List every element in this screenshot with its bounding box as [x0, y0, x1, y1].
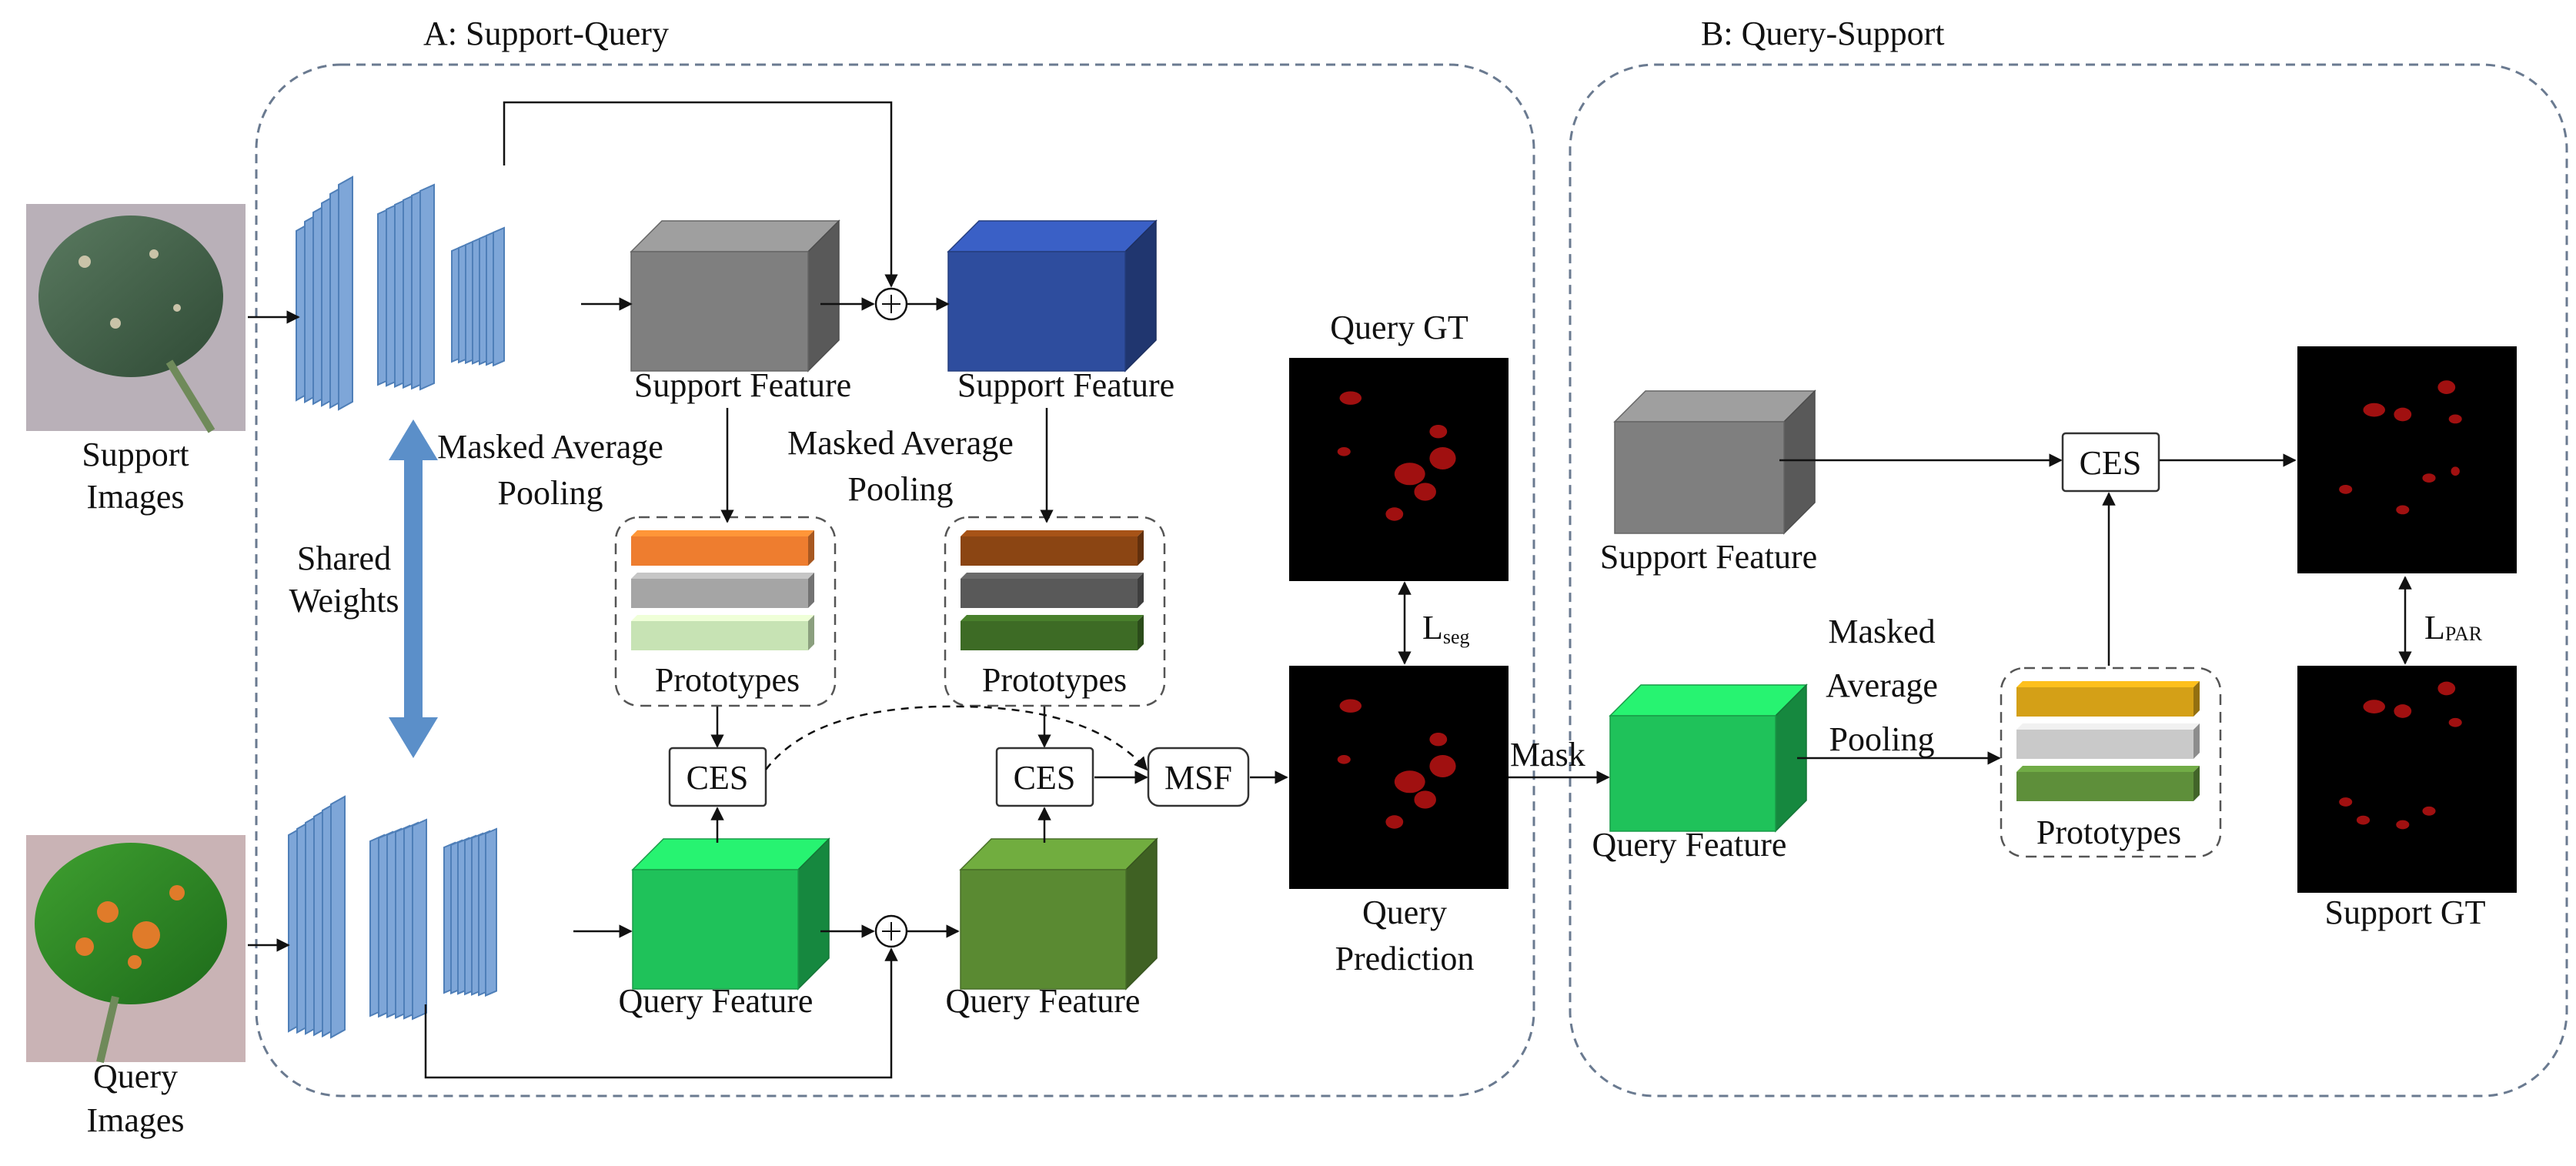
panel-a-title: A: Support-Query	[423, 15, 669, 52]
query-prediction-mask	[1289, 666, 1509, 889]
mask-label: Mask	[1510, 736, 1585, 773]
prototypes-box-b	[2000, 667, 2222, 858]
ces-box-2	[995, 747, 1094, 807]
query-backbone	[288, 795, 497, 1039]
shared-weights-label-1: Shared	[297, 540, 391, 577]
map-label-1b: Pooling	[498, 474, 603, 512]
ces-label-1: CES	[687, 759, 749, 797]
ces-label-2: CES	[1014, 759, 1076, 797]
prototypes-label-2: Prototypes	[982, 661, 1127, 699]
msf-label: MSF	[1164, 759, 1232, 797]
query-feature-label-b: Query Feature	[1592, 826, 1787, 864]
prototypes-label-b: Prototypes	[2036, 814, 2181, 851]
support-gt-mask	[2297, 666, 2517, 893]
query-feature-cube-2	[959, 837, 1158, 991]
support-gt-label: Support GT	[2325, 894, 2486, 931]
map-label-2a: Masked Average	[787, 424, 1014, 462]
ces-box-b	[2061, 432, 2160, 493]
support-feature-label-1: Support Feature	[634, 366, 851, 404]
query-images-label-1: Query	[93, 1057, 178, 1095]
query-image	[26, 835, 246, 1064]
shared-weights-arrow	[389, 419, 438, 758]
panel-a-border	[255, 63, 1535, 1098]
map-label-b1: Masked	[1828, 613, 1935, 650]
prototypes-label-1: Prototypes	[655, 661, 800, 699]
support-feature-cube-1	[630, 219, 840, 373]
query-prediction-label-1: Query	[1362, 894, 1447, 931]
map-label-2b: Pooling	[848, 470, 954, 508]
query-gt-label: Query GT	[1330, 309, 1468, 346]
map-label-b2: Average	[1826, 667, 1938, 704]
support-prediction-mask	[2297, 346, 2517, 573]
query-gt-mask	[1289, 358, 1509, 581]
support-feature-label-b: Support Feature	[1600, 538, 1817, 576]
connector-arrows	[248, 101, 2412, 1079]
shared-weights-label-2: Weights	[289, 582, 399, 620]
map-label-b3: Pooling	[1829, 720, 1935, 758]
panel-b-border	[1569, 63, 2568, 1098]
prototypes-box-2	[944, 516, 1166, 707]
query-prediction-label-2: Prediction	[1335, 940, 1475, 977]
query-feature-label-2: Query Feature	[946, 982, 1141, 1020]
query-feature-cube-b	[1609, 683, 1808, 833]
map-label-1a: Masked Average	[437, 428, 663, 466]
query-feature-label-1: Query Feature	[619, 982, 814, 1020]
panel-b-title: B: Query-Support	[1701, 15, 1945, 52]
support-feature-cube-b	[1613, 389, 1816, 535]
loss-seg-label: Lseg	[1422, 609, 1470, 648]
support-feature-label-2: Support Feature	[957, 366, 1174, 404]
loss-par-label: LPAR	[2424, 609, 2483, 646]
support-backbone	[296, 175, 505, 411]
support-image	[26, 204, 246, 433]
support-feature-cube-2	[947, 219, 1158, 373]
support-images-label-2: Images	[86, 478, 184, 516]
msf-box	[1147, 747, 1250, 807]
ces-label-b: CES	[2080, 444, 2142, 482]
query-feature-cube-1	[631, 837, 830, 991]
prototypes-box-1	[614, 516, 837, 707]
support-images-label-1: Support	[82, 436, 189, 473]
query-images-label-2: Images	[86, 1101, 184, 1139]
ces-box-1	[668, 747, 767, 807]
